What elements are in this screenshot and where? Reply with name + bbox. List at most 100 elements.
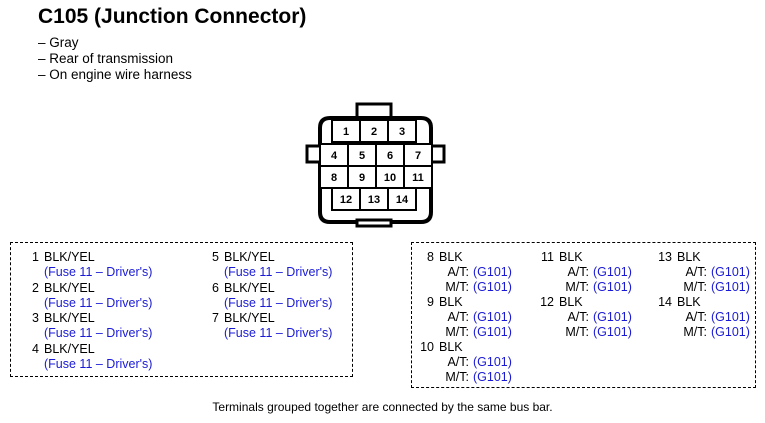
pin-number-label: 10: [384, 172, 396, 184]
wire-color: BLK/YEL: [44, 311, 95, 325]
footer-note: Terminals grouped together are connected…: [212, 400, 553, 414]
pin-number-label: 1: [343, 126, 349, 138]
mt-line: M/T: (G101): [420, 325, 512, 340]
at-ground-link[interactable]: (G101): [473, 265, 512, 279]
connector-left-ear: [305, 144, 323, 164]
pin-number-label: 7: [415, 150, 421, 162]
mt-line: M/T: (G101): [658, 325, 750, 340]
circuit-link[interactable]: (Fuse 11 – Driver's): [224, 296, 333, 310]
pin-number-label: 14: [396, 194, 409, 206]
pin-number-label: 9: [359, 172, 365, 184]
at-ground-link[interactable]: (G101): [711, 310, 750, 324]
pin-cell: [403, 165, 433, 189]
mt-ground-link[interactable]: (G101): [711, 325, 750, 339]
mt-label: M/T:: [683, 325, 707, 339]
pin-number-label: 13: [368, 194, 380, 206]
wire-color: BLK: [677, 295, 701, 309]
terminal-line: 5 BLK/YEL: [205, 250, 332, 265]
terminal-number: 12: [540, 295, 554, 309]
connector-bottom-latch: [355, 218, 393, 228]
at-label: A/T:: [685, 265, 707, 279]
at-line: A/T: (G101): [540, 265, 632, 280]
circuit-link[interactable]: (Fuse 11 – Driver's): [44, 296, 153, 310]
at-label: A/T:: [447, 265, 469, 279]
wire-color: BLK/YEL: [44, 281, 95, 295]
terminal-number: 3: [32, 311, 39, 325]
circuit-link[interactable]: (Fuse 11 – Driver's): [224, 326, 333, 340]
circuit-link[interactable]: (Fuse 11 – Driver's): [44, 326, 153, 340]
mt-ground-link[interactable]: (G101): [593, 325, 632, 339]
terminal-line: 3 BLK/YEL: [25, 311, 152, 326]
terminal-number: 1: [32, 250, 39, 264]
page-title: C105 (Junction Connector): [38, 5, 307, 28]
mt-ground-link[interactable]: (G101): [711, 280, 750, 294]
at-label: A/T:: [447, 355, 469, 369]
mt-ground-link[interactable]: (G101): [473, 370, 512, 384]
circuit-link[interactable]: (Fuse 11 – Driver's): [44, 265, 153, 279]
at-line: A/T: (G101): [540, 310, 632, 325]
pin-number-label: 2: [371, 126, 377, 138]
note-location: – Rear of transmission: [38, 51, 174, 66]
at-label: A/T:: [447, 310, 469, 324]
connector-lock-tab: [355, 102, 393, 120]
circuit-link[interactable]: (Fuse 11 – Driver's): [224, 265, 333, 279]
at-ground-link[interactable]: (G101): [473, 355, 512, 369]
wire-color: BLK: [439, 250, 463, 264]
mt-line: M/T:(G101): [540, 325, 632, 340]
mt-ground-link[interactable]: (G101): [593, 280, 632, 294]
pin-cell: [387, 119, 417, 143]
terminal-entry: 3 BLK/YEL(Fuse 11 – Driver's): [25, 311, 152, 341]
pin-number-label: 12: [340, 194, 352, 206]
mt-line: M/T: (G101): [420, 370, 512, 385]
at-label: A/T:: [567, 265, 589, 279]
mt-label: M/T:: [445, 280, 469, 294]
pin-number-label: 11: [412, 172, 424, 184]
mt-label: M/T:: [445, 370, 469, 384]
pin-number-label: 5: [359, 150, 365, 162]
wire-color: BLK/YEL: [44, 342, 95, 356]
wire-color: BLK/YEL: [224, 250, 275, 264]
mt-ground-link[interactable]: (G101): [473, 325, 512, 339]
terminal-number: 5: [212, 250, 219, 264]
wire-color: BLK: [439, 295, 463, 309]
terminal-number: 7: [212, 311, 219, 325]
wire-color: BLK: [439, 340, 463, 354]
at-label: A/T:: [685, 310, 707, 324]
at-label: A/T:: [567, 310, 589, 324]
wire-color: BLK/YEL: [224, 281, 275, 295]
connector-notes: – Gray – Rear of transmission – On engin…: [38, 35, 192, 83]
note-color: – Gray: [38, 35, 79, 50]
circuit-link[interactable]: (Fuse 11 – Driver's): [44, 357, 153, 371]
mt-label: M/T:: [445, 325, 469, 339]
pin-number-label: 8: [331, 172, 337, 184]
note-harness: – On engine wire harness: [38, 67, 192, 82]
at-ground-link[interactable]: (G101): [473, 310, 512, 324]
at-ground-link[interactable]: (G101): [593, 310, 632, 324]
at-line: A/T: (G101): [658, 310, 750, 325]
at-ground-link[interactable]: (G101): [711, 265, 750, 279]
pin-number-label: 6: [387, 150, 393, 162]
mt-ground-link[interactable]: (G101): [473, 280, 512, 294]
wire-color: BLK: [559, 250, 583, 264]
mt-label: M/T:: [683, 280, 707, 294]
at-ground-link[interactable]: (G101): [593, 265, 632, 279]
pin-cell: [387, 187, 417, 211]
terminal-entry: 5 BLK/YEL(Fuse 11 – Driver's): [205, 250, 332, 280]
mt-label: M/T:: [565, 280, 589, 294]
mt-line: M/T: (G101): [658, 280, 750, 295]
